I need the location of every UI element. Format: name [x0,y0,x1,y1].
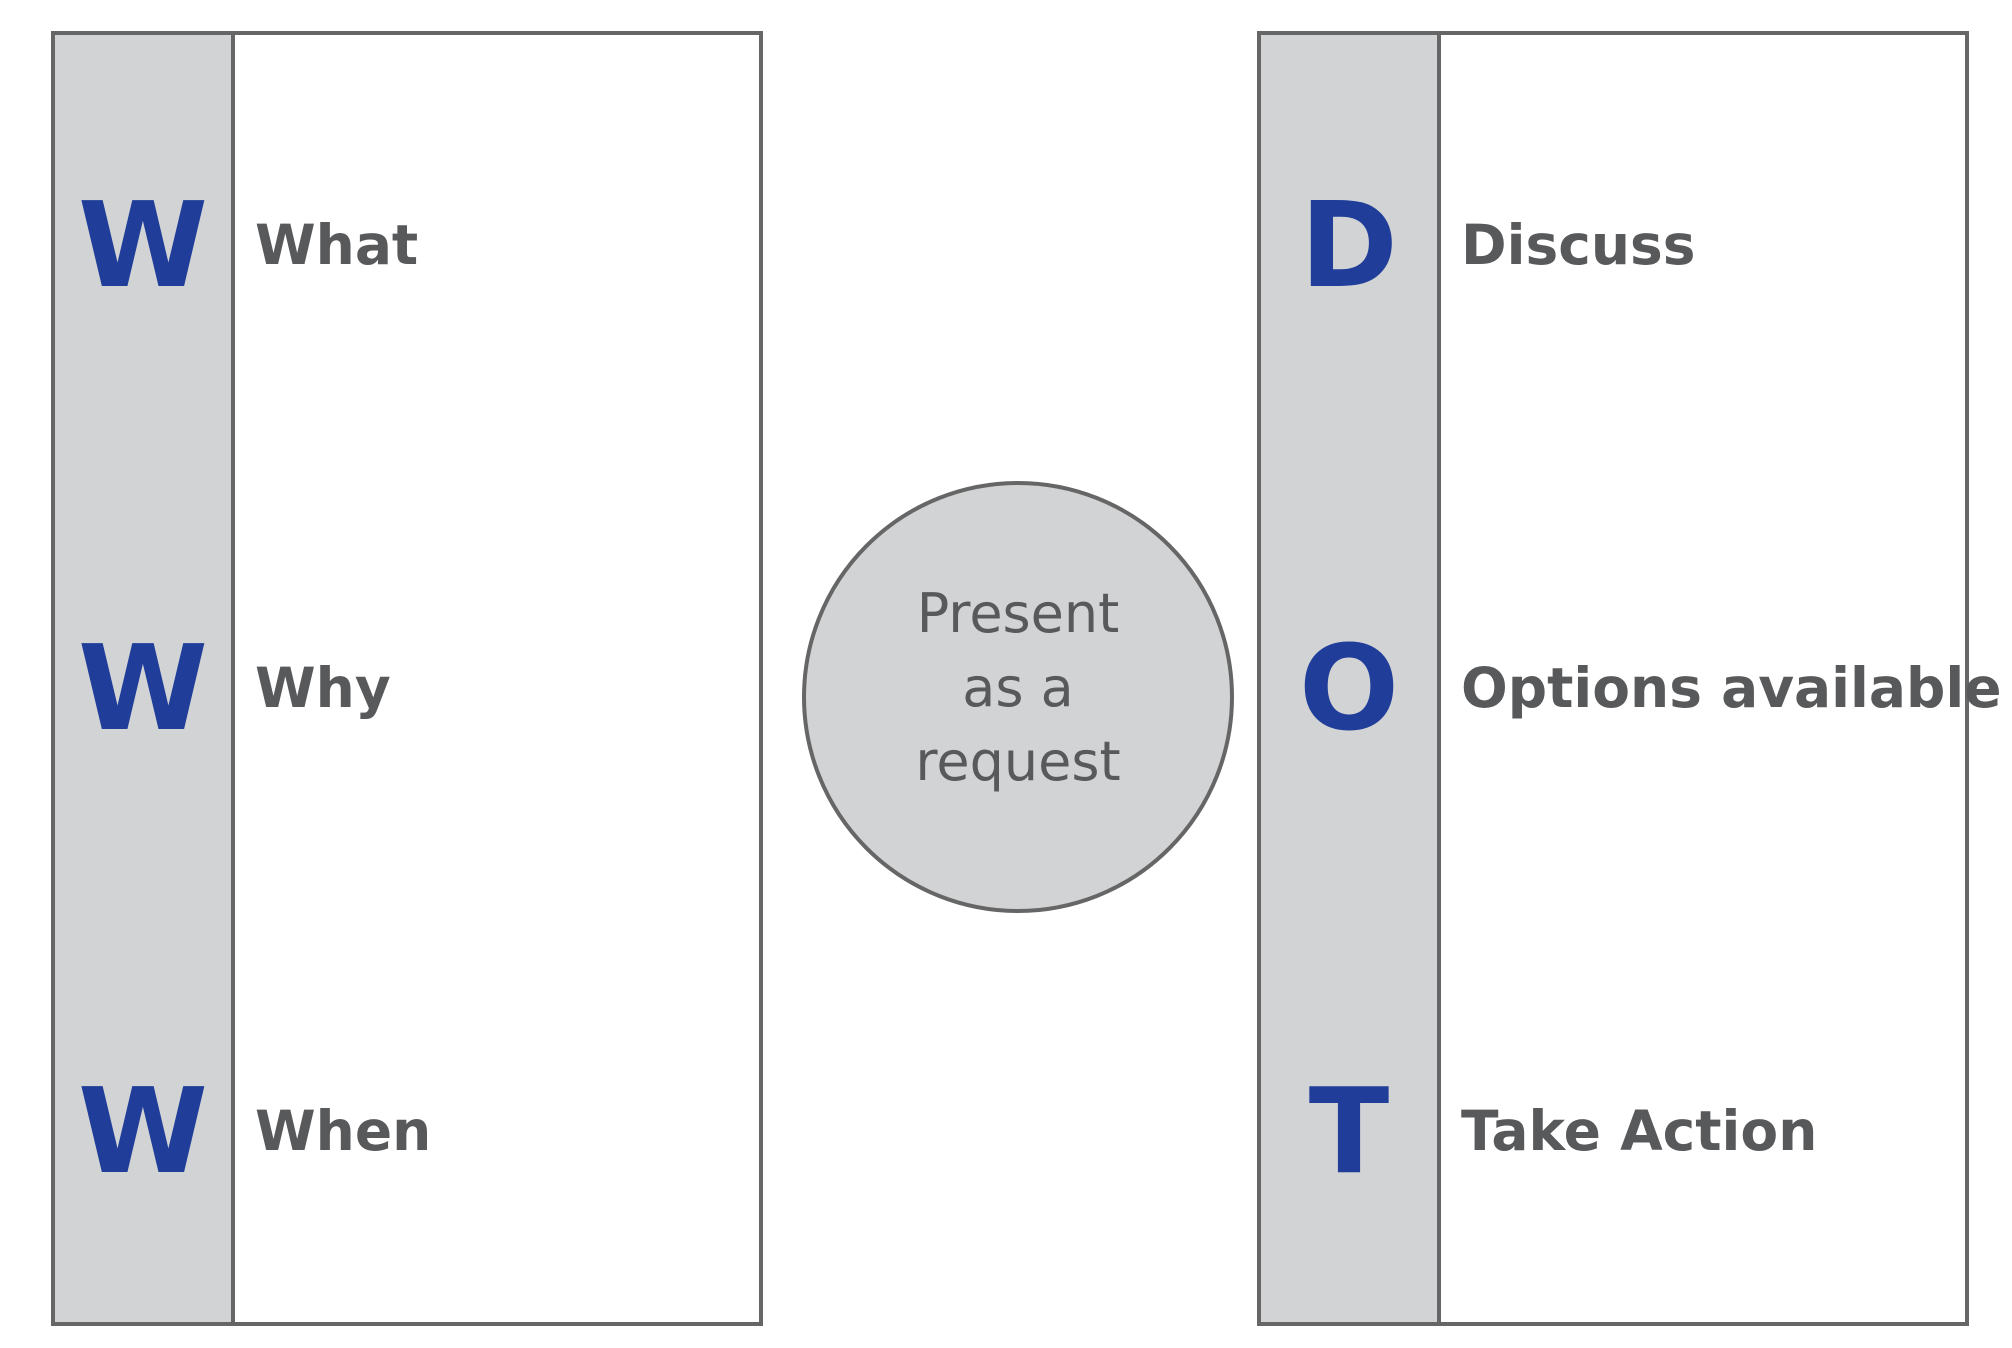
www-row-why: W Why [55,628,759,748]
center-line: request [915,730,1121,793]
center-line: as a [962,656,1074,719]
center-circle-text: Present as a request [806,577,1230,799]
dot-row-take-action: T Take Action [1261,1071,1965,1191]
acronym-label: Take Action [1461,1099,1818,1163]
acronym-label: Discuss [1461,213,1696,277]
dot-row-discuss: D Discuss [1261,185,1965,305]
center-line: Present [916,582,1120,645]
acronym-label: When [255,1099,432,1163]
dot-row-options: O Options available [1261,619,2002,757]
dot-letter-strip [1261,35,1441,1322]
acronym-label: Why [255,656,391,720]
acronym-letter: W [77,1062,209,1200]
acronym-letter: O [1298,619,1400,757]
center-circle: Present as a request [802,481,1234,913]
acronym-label: What [255,213,419,277]
www-panel: W What W Why W When [51,31,763,1326]
acronym-letter: T [1308,1062,1390,1200]
acronym-letter: D [1300,176,1398,314]
dot-panel: D Discuss O Options available T Take Act… [1257,31,2002,1326]
www-letter-strip [55,35,235,1322]
acronym-letter: W [77,176,209,314]
acronym-label: Options available [1461,656,2002,720]
www-row-what: W What [55,185,759,305]
www-row-when: W When [55,1071,759,1191]
acronym-letter: W [77,619,209,757]
